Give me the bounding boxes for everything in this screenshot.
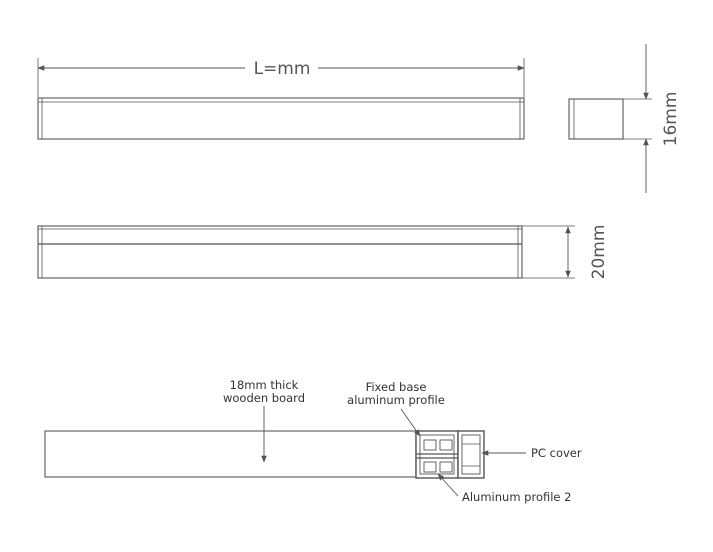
side-view: 20mm [37,225,609,280]
end-view: 16mm [568,44,681,193]
top-view: L=mm [37,58,525,140]
aluminum-profile-2-leader [437,473,459,497]
end-view-box [568,98,624,140]
wooden-board [44,430,417,478]
cross-section: 18mm thick wooden board Fixed base alumi… [44,378,582,504]
pc-cover-label: PC cover [531,446,582,460]
depth-label: 20mm [589,225,609,280]
fixed-base-label-line2: aluminum profile [347,393,445,407]
wood-board-label-line1: 18mm thick [230,378,299,392]
side-view-bar [37,225,523,279]
fixed-base-label-line1: Fixed base [366,380,427,394]
wood-board-label-line2: wooden board [223,391,305,405]
aluminum-profile-2-label: Aluminum profile 2 [462,490,571,504]
length-label: L=mm [254,59,311,79]
fixed-base-leader [400,408,421,437]
aluminum-base-profile [415,430,459,479]
top-view-bar [37,97,525,140]
height-label: 16mm [661,92,681,147]
pc-cover [457,430,485,479]
